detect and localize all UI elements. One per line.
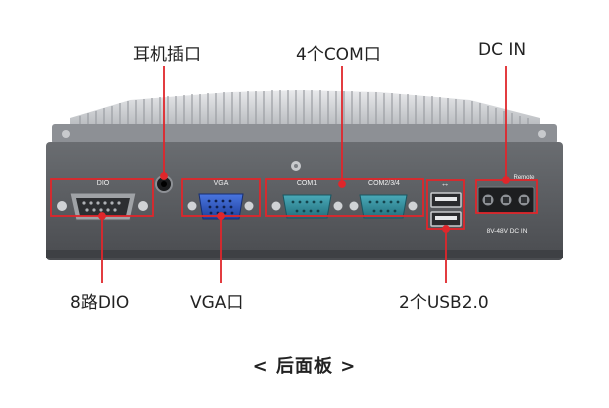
panel-silkscreen: DIO VGA COM1 COM2/3/4 Remote 8V-48V DC I… xyxy=(97,175,535,235)
dcin-callout: DC IN xyxy=(478,40,527,60)
vga-silk-label: VGA xyxy=(214,180,229,187)
headphone-callout: 耳机插口 xyxy=(133,45,201,65)
dio-connector xyxy=(57,192,148,221)
usb-callout: 2个USB2.0 xyxy=(399,293,489,313)
callout-lines xyxy=(98,66,510,283)
dio-silk-label: DIO xyxy=(97,180,110,187)
svg-text:↔: ↔ xyxy=(441,178,450,188)
com234-silk-label: COM2/3/4 xyxy=(368,180,400,187)
com-callout: 4个COM口 xyxy=(296,45,381,65)
vga-callout: VGA口 xyxy=(190,293,244,313)
heatsink-fins xyxy=(70,90,540,126)
com1-silk-label: COM1 xyxy=(297,180,317,187)
com1-connector xyxy=(271,194,343,219)
dio-callout: 8路DIO xyxy=(70,293,130,313)
remote-silk-label: Remote xyxy=(513,175,535,181)
vga-connector xyxy=(187,193,254,220)
com-highlight-box xyxy=(265,178,424,217)
dc-in-terminal xyxy=(477,186,535,214)
dc-range-silk-label: 8V-48V DC IN xyxy=(487,228,528,235)
figure-caption: < 后面板 > xyxy=(252,356,357,377)
com234-connector xyxy=(349,194,418,219)
